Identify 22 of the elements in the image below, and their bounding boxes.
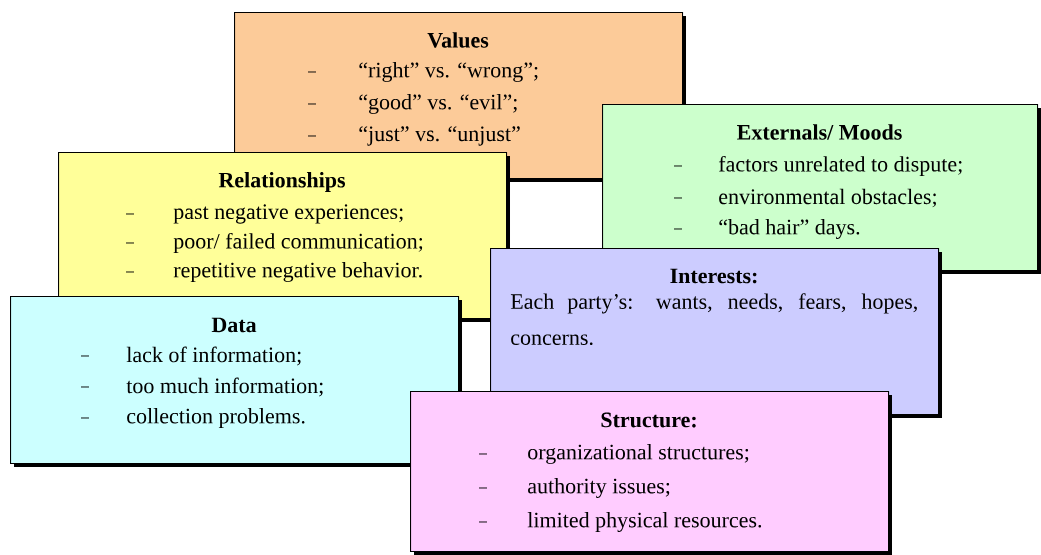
list-item: lack of information; [126, 346, 301, 366]
list-item: organizational structures; [528, 444, 749, 464]
paragraph: Each party’s: wants, needs, fears, hopes, concerns. [510, 293, 917, 346]
heading: Relationships [218, 172, 346, 192]
list-item: poor/ failed communication; [173, 232, 423, 254]
heading: Interests: [670, 268, 757, 284]
heading: Externals/ Moods [737, 124, 902, 140]
list-item: collection problems. [127, 408, 305, 428]
heading: Values [427, 32, 489, 48]
list-item: “bad hair” days. [719, 219, 860, 239]
list-item: past negative experiences; [173, 204, 403, 224]
list-item: limited physical resources. [527, 512, 762, 532]
heading: Structure: [601, 412, 696, 428]
list-item: repetitive negative behavior. [173, 262, 422, 282]
list-item: “right” vs. “wrong”; [359, 62, 538, 82]
list-item: environmental obstacles; [719, 188, 936, 208]
list-item: authority issues; [528, 478, 670, 498]
list-item: too much information; [126, 377, 323, 397]
heading: Data [211, 317, 257, 333]
list-item: “just” vs. “unjust” [359, 126, 520, 146]
list-item: “good” vs. “evil”; [359, 94, 517, 114]
list-item: factors unrelated to dispute; [718, 155, 962, 177]
